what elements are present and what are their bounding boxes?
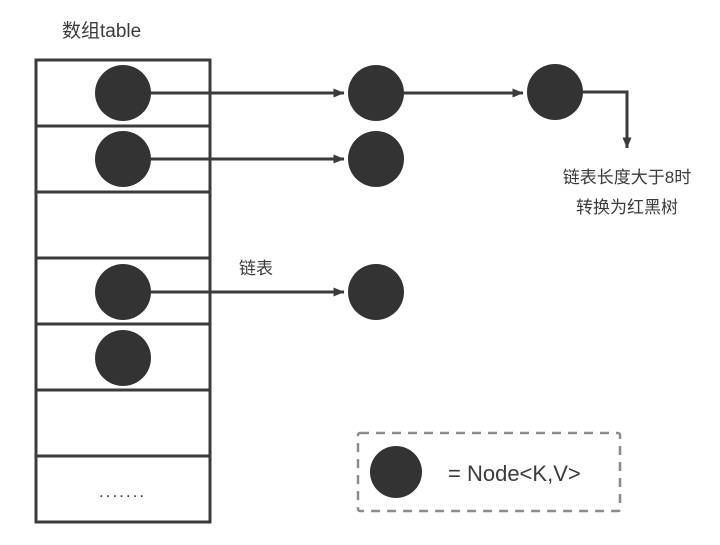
linked-list-label: 链表 [239,259,273,278]
chain-node-3-1 [348,264,404,320]
bucket-node-0 [95,65,151,121]
bucket-node-1 [95,131,151,187]
bucket-node-3 [95,264,151,320]
chain-row-3: 链表 [151,259,404,320]
treeify-elbow-arrow [583,90,632,149]
bucket-filler-6: ....... [99,482,146,501]
chain-row-1 [151,131,404,187]
legend-box [356,431,622,513]
page-title: 数组table [62,20,141,42]
legend-node-swatch [370,446,422,498]
treeify-note-line-1: 链表长度大于8时 [563,168,691,187]
chain-node-1-1 [348,131,404,187]
chain-row-0 [151,64,632,149]
treeify-note: 链表长度大于8时 转换为红黑树 [563,168,691,217]
treeify-note-line-2: 转换为红黑树 [576,198,678,217]
legend: = Node<K,V> [356,431,622,513]
bucket-node-4 [95,330,151,386]
chain-node-0-1 [348,65,404,121]
legend-label: = Node<K,V> [448,461,581,486]
chain-node-0-2 [527,64,583,120]
